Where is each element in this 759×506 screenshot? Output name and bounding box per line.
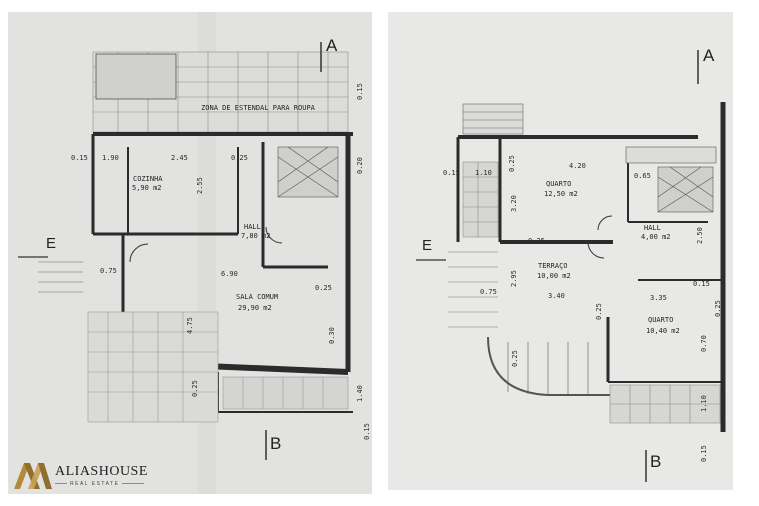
dim-label: 0.75 <box>480 288 497 296</box>
drying-area-label: ZONA DE ESTENDAL PARA ROUPA <box>201 104 315 112</box>
dim-label: 1.10 <box>475 169 492 177</box>
dim-label: 0.25 <box>508 155 516 172</box>
section-mark-e: E <box>46 235 57 252</box>
bedroom1-name: QUARTO <box>546 180 572 188</box>
logo-divider <box>55 483 67 484</box>
dim-label: 0.15 <box>700 445 708 462</box>
terrace-area: 10,00 m2 <box>537 272 571 280</box>
dim-label: 0.15 <box>693 280 710 288</box>
dim-label: 0.15 <box>363 423 371 440</box>
dim-label: 0.25 <box>528 237 545 245</box>
dim-label: 4.20 <box>569 162 586 170</box>
aliashouse-logo-mark-icon <box>14 463 52 489</box>
logo-divider <box>122 483 144 484</box>
kitchen-area: 5,90 m2 <box>132 184 162 192</box>
aliashouse-logo: ALIASHOUSE REAL ESTATE <box>12 457 152 493</box>
dim-label: 0.25 <box>714 300 722 317</box>
dim-label: 2.50 <box>696 227 704 244</box>
dim-label: 2.95 <box>510 270 518 287</box>
hall-name: HALL <box>244 223 261 231</box>
upper-hall-area: 4,00 m2 <box>641 233 671 241</box>
right-floor-plan-drawing <box>388 12 733 490</box>
dim-label: 2.45 <box>171 154 188 162</box>
bathroom-tiles <box>277 146 339 198</box>
dim-label: 4.75 <box>186 317 194 334</box>
section-mark-b: B <box>270 434 282 453</box>
bedroom2-area: 10,40 m2 <box>646 327 680 335</box>
dim-label: 0.15 <box>443 169 460 177</box>
dim-label: 0.15 <box>71 154 88 162</box>
dim-label: 1.40 <box>356 385 364 402</box>
upper-hall-name: HALL <box>644 224 661 232</box>
dim-label: 0.25 <box>595 303 603 320</box>
dim-label: 0.65 <box>634 172 651 180</box>
dim-label: 6.90 <box>221 270 238 278</box>
terrace-name: TERRAÇO <box>538 262 568 270</box>
left-floor-plan-sheet: ZONA DE ESTENDAL PARA ROUPA COZINHA 5,90… <box>8 12 372 494</box>
living-room-name: SALA COMUM <box>236 293 279 301</box>
left-floor-plan-drawing <box>8 12 372 494</box>
dim-label: 0.70 <box>700 335 708 352</box>
upper-section-mark-b: B <box>650 452 662 471</box>
bedroom2-name: QUARTO <box>648 316 674 324</box>
logo-tagline: REAL ESTATE <box>70 481 120 487</box>
section-mark-a: A <box>326 36 338 55</box>
living-room-area: 29,90 m2 <box>238 304 272 312</box>
dim-label: 3.35 <box>650 294 667 302</box>
dim-label: 1.10 <box>700 395 708 412</box>
dim-label: 0.15 <box>356 83 364 100</box>
dim-label: 0.25 <box>231 154 248 162</box>
dim-label: 0.25 <box>511 350 519 367</box>
right-walls <box>456 102 726 432</box>
logo-name: ALIASHOUSE <box>55 464 148 479</box>
dim-label: 0.25 <box>191 380 199 397</box>
dim-label: 2.55 <box>196 177 204 194</box>
dim-label: 3.40 <box>548 292 565 300</box>
dim-label: 3.20 <box>510 195 518 212</box>
dim-label: 1.90 <box>102 154 119 162</box>
right-floor-plan-sheet: QUARTO 12,50 m2 HALL 4,00 m2 TERRAÇO 10,… <box>388 12 733 490</box>
upper-section-mark-a: A <box>703 46 715 65</box>
dim-label: 0.30 <box>328 327 336 344</box>
kitchen-name: COZINHA <box>133 175 163 183</box>
hall-area: 7,80 m2 <box>241 232 271 240</box>
dim-label: 0.75 <box>100 267 117 275</box>
dim-label: 0.20 <box>356 157 364 174</box>
upper-section-mark-e: E <box>422 237 433 254</box>
dim-label: 0.25 <box>315 284 332 292</box>
bedroom1-area: 12,50 m2 <box>544 190 578 198</box>
terrace-grid <box>87 311 349 423</box>
